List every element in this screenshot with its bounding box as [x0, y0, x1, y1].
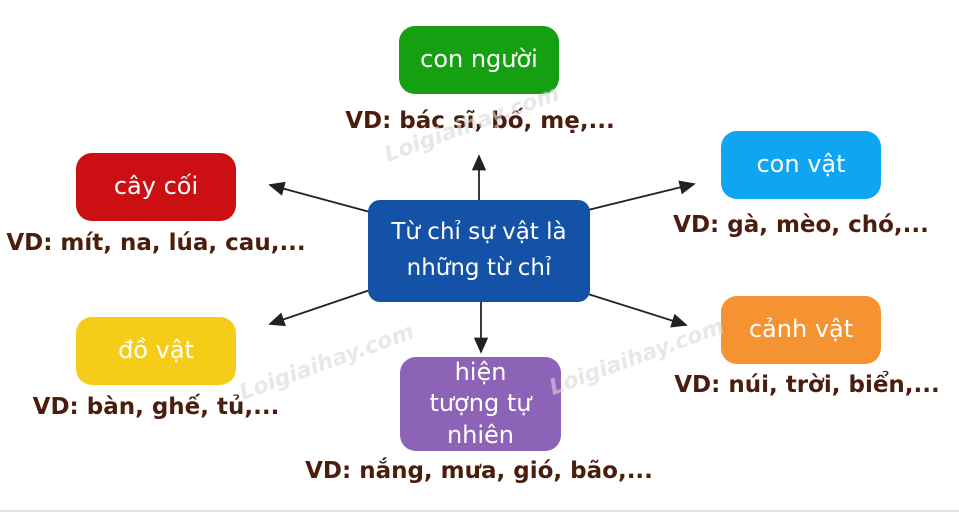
node-con-nguoi: con người: [399, 26, 559, 94]
example-do-vat: VD: bàn, ghế, tủ,...: [32, 394, 280, 420]
example-con-nguoi: VD: bác sĩ, bố, mẹ,...: [345, 108, 615, 134]
arrow-to-cay-coi: [268, 181, 371, 213]
node-con-vat-label: con vật: [756, 150, 846, 179]
node-do-vat: đồ vật: [76, 317, 236, 385]
example-hien-tuong: VD: nắng, mưa, gió, bão,...: [305, 458, 653, 484]
center-label: Từ chỉ sự vật là những từ chỉ: [391, 219, 567, 281]
bottom-divider: [0, 510, 959, 512]
node-con-nguoi-label: con người: [420, 45, 538, 74]
example-cay-coi: VD: mít, na, lúa, cau,...: [6, 230, 306, 256]
node-cay-coi-label: cây cối: [113, 172, 199, 201]
arrow-to-do-vat: [268, 289, 371, 327]
node-canh-vat-label: cảnh vật: [748, 315, 854, 344]
node-do-vat-label: đồ vật: [118, 336, 194, 365]
example-con-vat: VD: gà, mèo, chó,...: [673, 212, 929, 238]
example-canh-vat: VD: núi, trời, biển,...: [674, 372, 940, 398]
arrow-to-canh-vat: [587, 293, 688, 328]
node-cay-coi: cây cối: [76, 153, 236, 221]
center-node: Từ chỉ sự vật là những từ chỉ: [368, 200, 590, 302]
arrow-to-con-vat: [587, 180, 696, 211]
node-canh-vat: cảnh vật: [721, 296, 881, 364]
node-hien-tuong: hiện tượng tự nhiên: [400, 357, 561, 451]
node-con-vat: con vật: [721, 131, 881, 199]
node-hien-tuong-label: hiện tượng tự nhiên: [429, 358, 532, 449]
